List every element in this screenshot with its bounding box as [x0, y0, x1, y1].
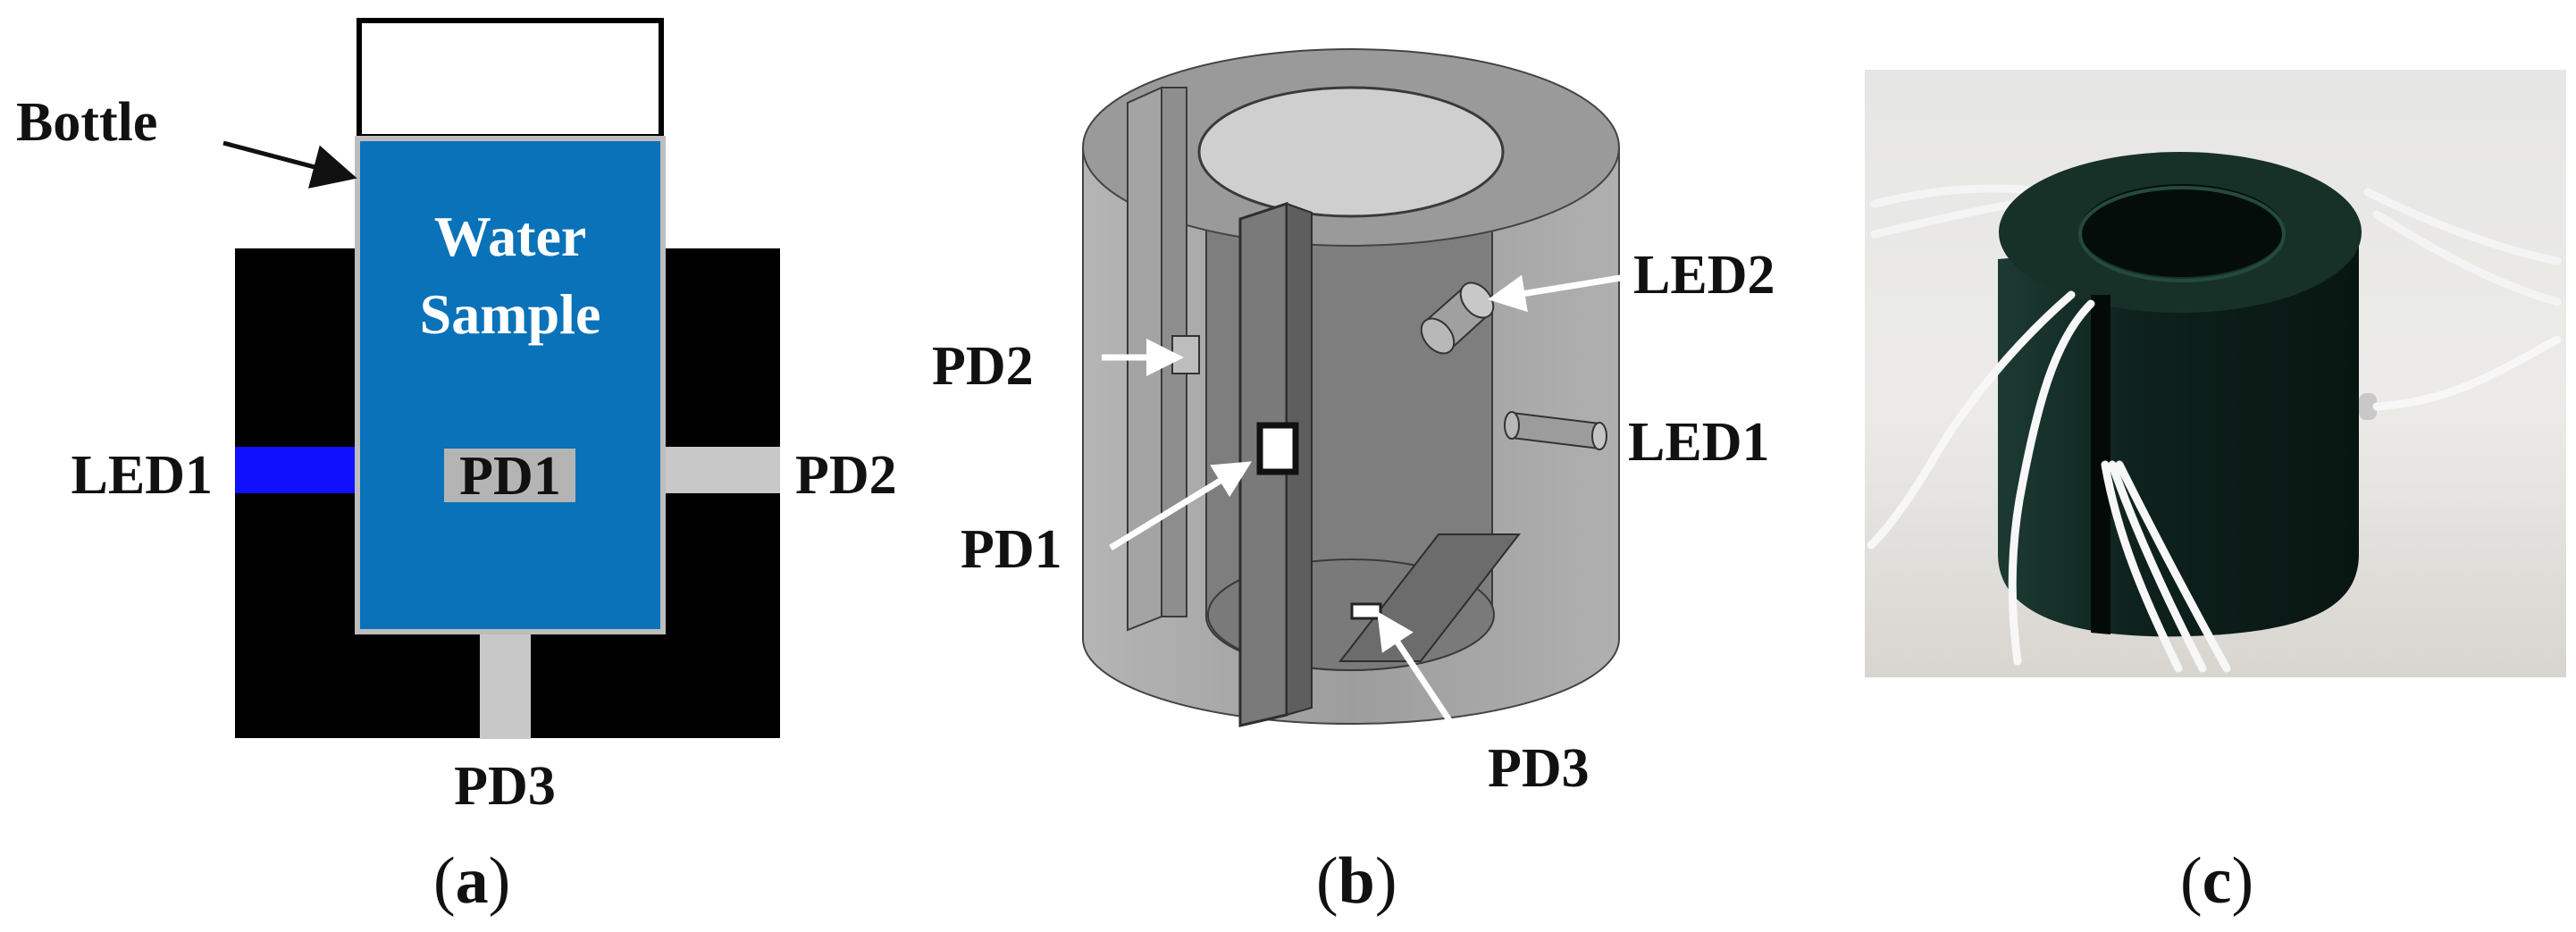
pd1-label: PD1	[459, 446, 561, 507]
render-pd2-label: PD2	[932, 336, 1034, 397]
render-led2-label: LED2	[1633, 245, 1775, 306]
render-pd1-window	[1256, 422, 1299, 475]
render-led2	[1420, 281, 1495, 355]
pd2-label: PD2	[795, 445, 897, 506]
panel-c: (c)	[1865, 70, 2566, 918]
caption-b: (b)	[1316, 844, 1397, 918]
render-pd3-label: PD3	[1488, 738, 1590, 799]
render-pd1-label: PD1	[961, 519, 1062, 580]
pd2-port	[661, 447, 780, 493]
photo-slot	[2091, 295, 2110, 634]
render-led1	[1504, 411, 1607, 450]
caption-c: (c)	[2180, 844, 2253, 918]
led1-label: LED1	[71, 445, 213, 506]
water-sample	[355, 136, 666, 634]
photo-cylinder-hole	[2080, 184, 2284, 277]
panel-a: Water Sample PD1 Bottle LED1 PD2 PD3 (a)	[16, 18, 897, 918]
render-front-slot-side	[1286, 202, 1313, 717]
photo-led-pin	[2359, 393, 2377, 420]
bottle-label: Bottle	[16, 92, 157, 153]
water-label-line1: Water	[434, 205, 587, 268]
bottle-cap	[357, 18, 664, 139]
panel-b: PD2 PD1 PD3 LED2 LED1 (b)	[932, 48, 1775, 918]
photo-cylinder-body	[1998, 228, 2359, 637]
bottle-arrow	[222, 140, 357, 189]
pd3-label: PD3	[454, 756, 556, 817]
photo-wires-front	[1867, 290, 2562, 673]
render-pd3-window	[1350, 602, 1382, 620]
led1-source	[235, 447, 356, 493]
render-led1-label: LED1	[1628, 412, 1769, 473]
pd3-port	[480, 630, 531, 739]
led2-arrow	[1488, 273, 1627, 313]
caption-a: (a)	[433, 844, 510, 918]
pd1-sensor	[444, 449, 575, 502]
render-top-hole	[1197, 86, 1505, 218]
pd1-arrow	[1109, 461, 1252, 550]
pd3-arrow	[1377, 611, 1457, 730]
water-label-line2: Sample	[420, 282, 601, 346]
photo-cylinder-hole-rim	[2078, 186, 2286, 282]
